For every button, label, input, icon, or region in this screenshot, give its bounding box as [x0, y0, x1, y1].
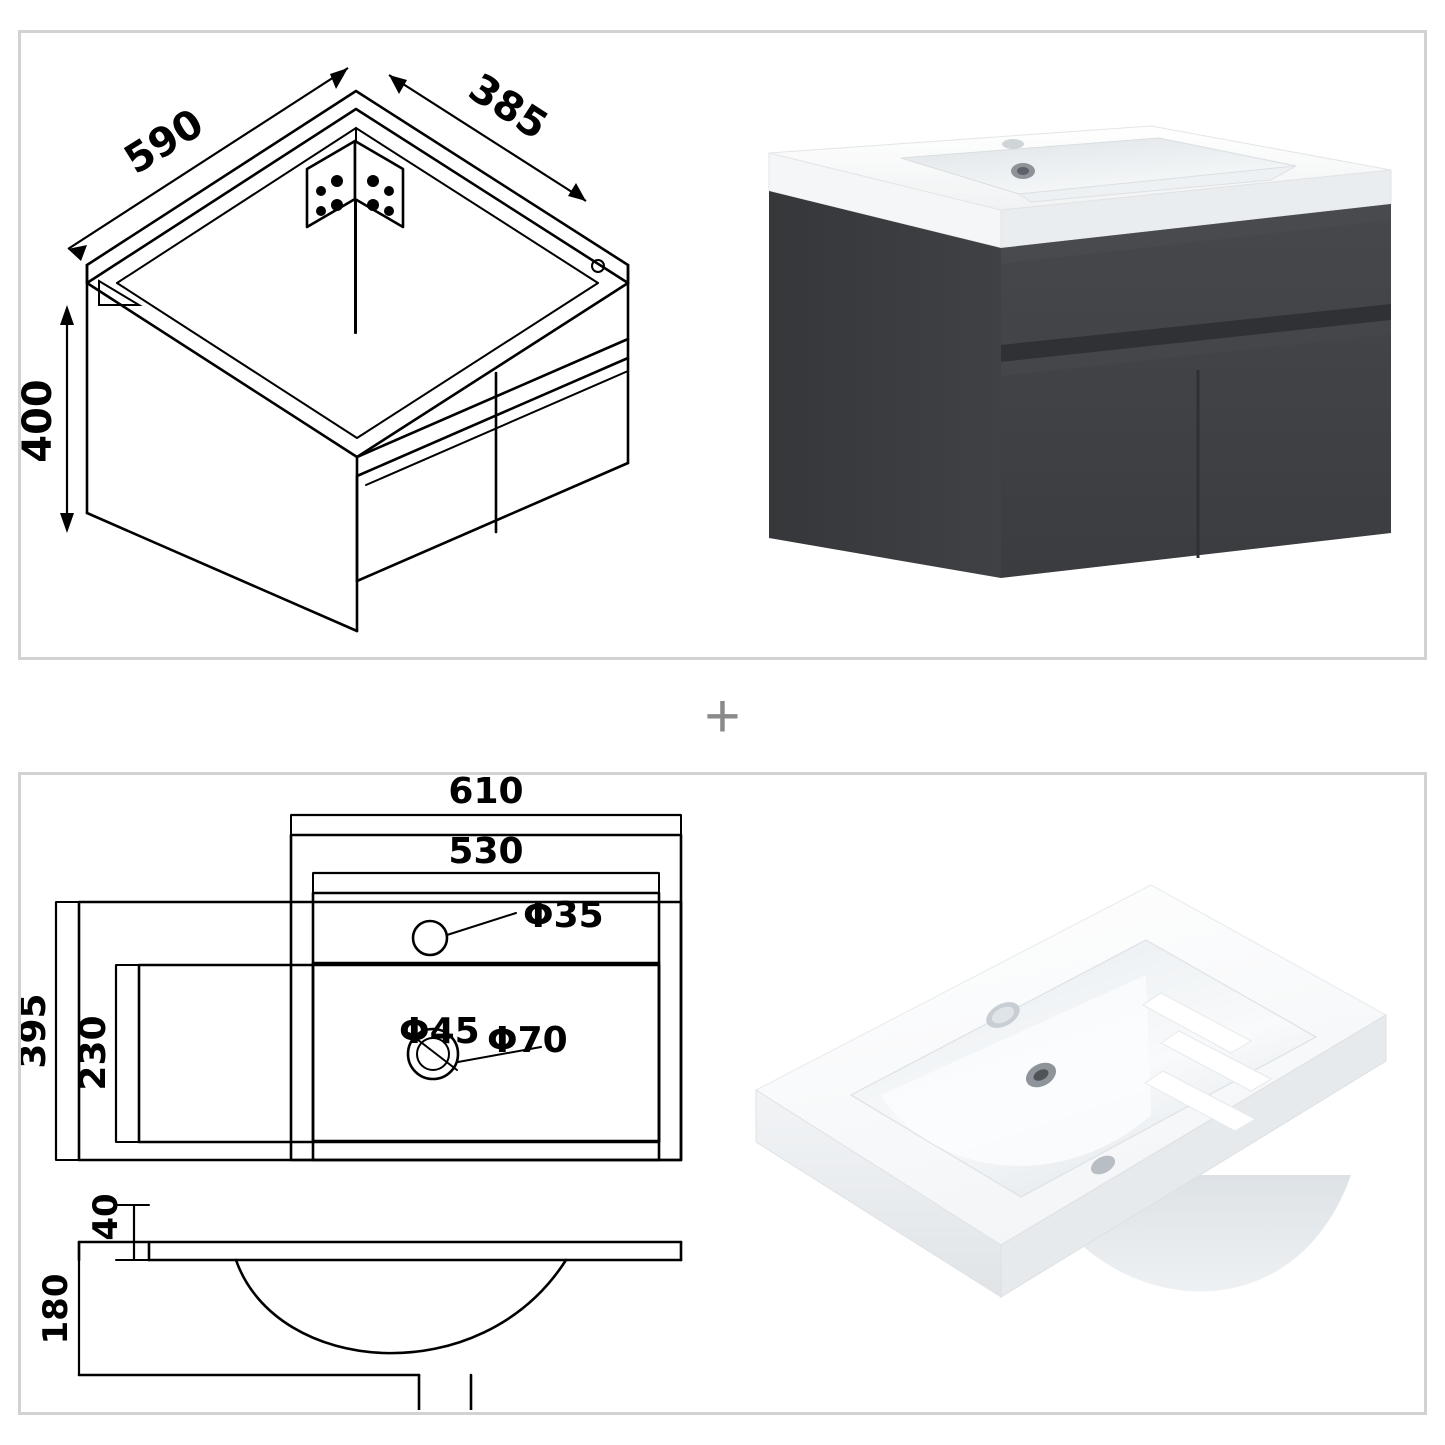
panel-cabinet: 590 385 400 — [18, 30, 1427, 660]
dimension-400: 400 — [21, 305, 74, 533]
dimension-610: 610 — [290, 775, 682, 836]
dimension-385: 385 — [388, 65, 587, 202]
cabinet-line-drawing: 590 385 400 — [21, 65, 630, 633]
basin-section-view: 40 180 — [36, 1193, 683, 1410]
dimension-label-590: 590 — [117, 100, 212, 183]
dimension-label-40: 40 — [86, 1193, 126, 1240]
basin-product-render — [754, 884, 1388, 1298]
basin-line-drawings: 610 530 395 — [21, 775, 683, 1410]
render-cabinet-body — [769, 191, 1391, 578]
corner-bracket-icon — [305, 139, 405, 334]
dimension-label-395: 395 — [21, 993, 54, 1068]
render-tap-hole — [1002, 139, 1024, 149]
dimension-40: 40 — [86, 1193, 150, 1261]
dimension-label-385: 385 — [461, 65, 556, 149]
basin-plan-view: 610 530 395 — [21, 775, 683, 1162]
dimension-230: 230 — [73, 964, 140, 1143]
cabinet-isometric-body — [85, 89, 630, 633]
panel-basin: 610 530 395 — [18, 772, 1427, 1415]
render-bowl-ribs — [1142, 992, 1273, 1132]
render-basin-top — [768, 125, 1392, 249]
dimension-180: 180 — [36, 1241, 102, 1376]
callout-waste-hole: Φ45 Φ70 — [399, 1011, 568, 1081]
dimension-label-400: 400 — [21, 379, 61, 463]
plus-separator: + — [704, 682, 741, 751]
cabinet-product-render — [768, 125, 1392, 578]
dimension-label-phi45: Φ45 — [399, 1011, 480, 1052]
dimension-530: 530 — [312, 831, 660, 894]
dimension-label-phi35: Φ35 — [523, 895, 604, 936]
dimension-label-530: 530 — [448, 831, 523, 872]
callout-tap-hole: Φ35 — [411, 895, 604, 957]
dimension-590: 590 — [67, 67, 349, 261]
dimension-label-610: 610 — [448, 775, 523, 812]
dimension-395: 395 — [21, 901, 80, 1161]
dimension-label-phi70: Φ70 — [487, 1020, 568, 1061]
dimension-label-180: 180 — [36, 1274, 76, 1345]
